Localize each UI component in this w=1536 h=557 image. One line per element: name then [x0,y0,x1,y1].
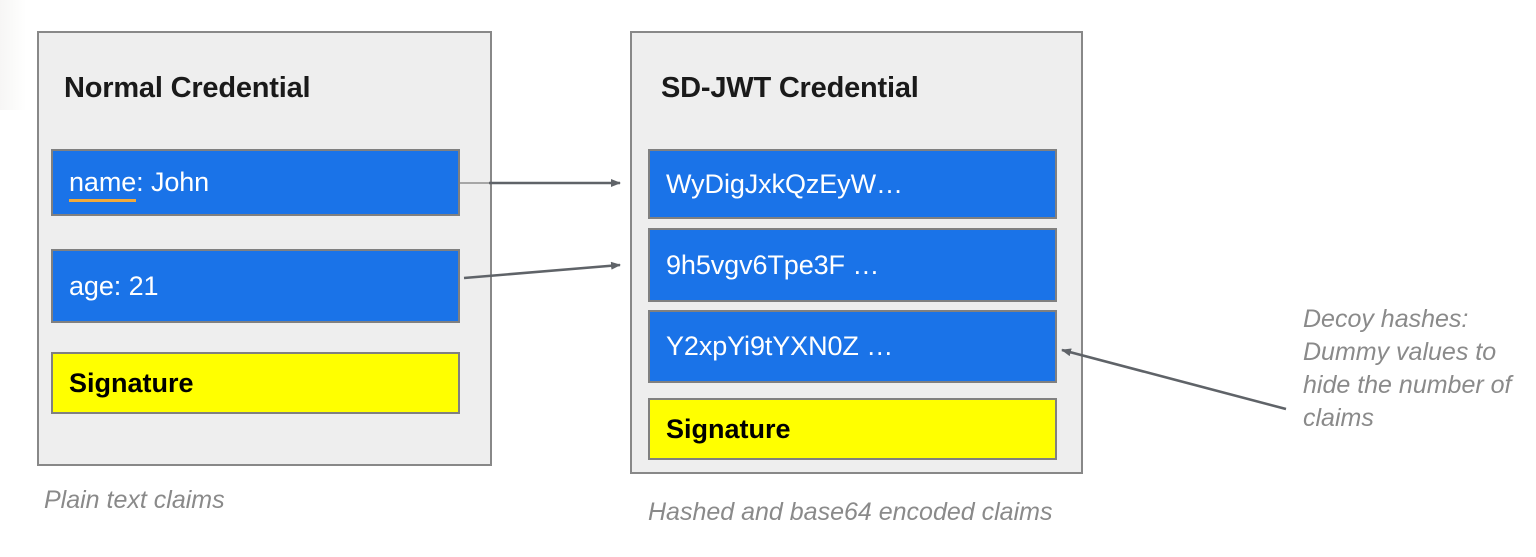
hash-row-3-text: Y2xpYi9tYXN0Z … [666,331,894,361]
caption-hashed-base64-claims: Hashed and base64 encoded claims [648,498,1053,526]
claim-name-text: name: John [53,167,210,202]
signature-row-right[interactable]: Signature [648,398,1057,460]
claim-row-age[interactable]: age: 21 [51,249,460,323]
signature-label-left: Signature [69,367,194,398]
signature-label-right: Signature [666,413,791,444]
claim-row-name[interactable]: name: John [51,149,460,216]
claim-separator-age: : [113,270,129,301]
normal-credential-title: Normal Credential [64,72,311,104]
claim-value-name: John [150,167,210,197]
left-edge-gradient [0,0,26,110]
claim-age-text: age: 21 [53,270,159,302]
arrow-decoy-to-hash3 [1061,348,1287,411]
claim-key-age: age [69,270,114,301]
hash-row-2[interactable]: 9h5vgv6Tpe3F … [648,228,1057,302]
caption-plain-text-claims: Plain text claims [44,486,225,514]
hash-row-1[interactable]: WyDigJxkQzEyW… [648,149,1057,219]
hash-row-2-text: 9h5vgv6Tpe3F … [666,249,880,280]
annotation-decoy-hashes: Decoy hashes: Dummy values to hide the n… [1303,305,1512,432]
signature-row-left[interactable]: Signature [51,352,460,414]
claim-value-age: 21 [128,270,159,301]
claim-separator-name: : [136,167,151,197]
claim-key-name: name [69,167,136,202]
hash-row-3-decoy[interactable]: Y2xpYi9tYXN0Z … [648,310,1057,383]
hash-row-1-text: WyDigJxkQzEyW… [666,168,903,199]
sdjwt-credential-title: SD-JWT Credential [661,72,919,104]
